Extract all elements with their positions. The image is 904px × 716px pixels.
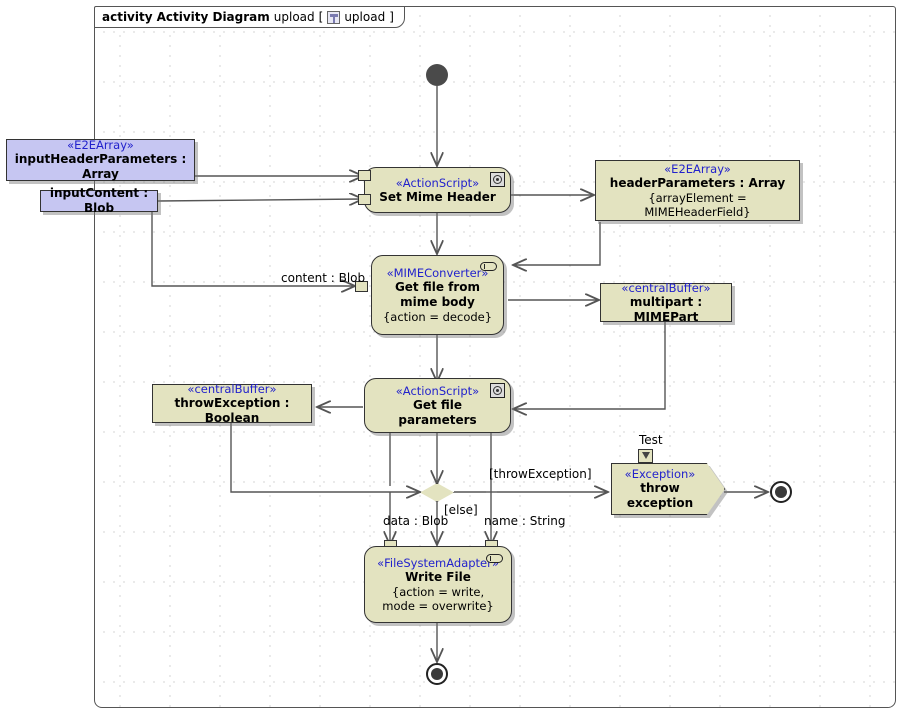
node-label: headerParameters : Array bbox=[609, 176, 786, 190]
object-node-throw-exception[interactable]: «centralBuffer» throwException : Boolean bbox=[152, 381, 312, 425]
exception-pin-label: Test bbox=[639, 433, 663, 447]
initial-node[interactable] bbox=[426, 64, 448, 86]
action-node-get-file-from-mime-body[interactable]: «MIMEConverter» Get file from mime body … bbox=[371, 255, 504, 335]
node-property-line1: {action = write, bbox=[391, 585, 485, 599]
stereotype-label: «E2EArray» bbox=[67, 138, 134, 152]
script-icon bbox=[490, 383, 505, 398]
edge-label-throw-exception: [throwException] bbox=[489, 467, 592, 481]
exception-node-throw-exception[interactable]: «Exception» throw exception bbox=[611, 463, 725, 515]
action-node-get-file-parameters[interactable]: «ActionScript» Get file parameters bbox=[364, 378, 511, 433]
stereotype-label: «FileSystemAdapter» bbox=[377, 556, 499, 570]
edge-label-content-blob: content : Blob bbox=[281, 271, 366, 285]
stereotype-label: «centralBuffer» bbox=[621, 280, 711, 295]
node-label: Write File bbox=[405, 570, 471, 584]
component-icon bbox=[486, 554, 503, 563]
frame-parameter-name: upload bbox=[344, 10, 386, 24]
object-node-input-content[interactable]: inputContent : Blob bbox=[40, 186, 158, 215]
input-pin[interactable] bbox=[358, 194, 371, 205]
stereotype-label: «MIMEConverter» bbox=[386, 266, 489, 280]
node-label-line2: mime body bbox=[400, 295, 475, 309]
action-node-set-mime-header[interactable]: «ActionScript» Set Mime Header bbox=[364, 167, 511, 213]
object-node-multipart[interactable]: «centralBuffer» multipart : MIMEPart bbox=[600, 280, 732, 324]
node-property: {arrayElement = MIMEHeaderField} bbox=[644, 191, 751, 219]
stereotype-label: «ActionScript» bbox=[395, 175, 480, 190]
edge-label-data-blob: data : Blob bbox=[383, 514, 449, 528]
node-label-line1: throw bbox=[640, 481, 680, 495]
node-label-line2: parameters bbox=[398, 412, 477, 427]
frame-diagram-type: Activity Diagram bbox=[156, 10, 270, 24]
activity-final-inner bbox=[431, 668, 443, 680]
edge-label-name-string: name : String bbox=[484, 514, 566, 528]
node-label: Set Mime Header bbox=[379, 189, 496, 204]
node-label-line2: exception bbox=[626, 496, 694, 510]
node-label-line1: Get file from bbox=[394, 280, 481, 294]
node-label-line1: Get file bbox=[412, 397, 463, 412]
diagram-frame-header: activity Activity Diagram upload [ uploa… bbox=[94, 6, 405, 28]
frame-bracket-open: [ bbox=[318, 10, 324, 24]
stereotype-label: «Exception» bbox=[624, 467, 696, 481]
node-property: {action = decode} bbox=[382, 310, 493, 324]
node-label: inputContent : Blob bbox=[49, 186, 149, 215]
object-node-input-header-parameters[interactable]: «E2EArray» inputHeaderParameters : Array bbox=[6, 138, 195, 181]
diagram-frame bbox=[94, 6, 896, 708]
decision-node[interactable] bbox=[420, 483, 454, 502]
object-node-header-parameters[interactable]: «E2EArray» headerParameters : Array {arr… bbox=[595, 160, 800, 221]
activity-parameter-icon bbox=[327, 10, 341, 24]
script-icon bbox=[490, 172, 505, 187]
frame-keyword: activity bbox=[102, 10, 153, 24]
stereotype-label: «E2EArray» bbox=[664, 162, 731, 176]
exception-test-pin[interactable] bbox=[638, 449, 653, 463]
stereotype-label: «ActionScript» bbox=[395, 383, 480, 398]
node-label: throwException : Boolean bbox=[174, 395, 290, 425]
edge-label-else: [else] bbox=[444, 503, 478, 517]
stereotype-label: «centralBuffer» bbox=[187, 381, 277, 396]
node-property-line2: mode = overwrite} bbox=[382, 599, 494, 613]
frame-bracket-close: ] bbox=[389, 10, 394, 24]
node-label: inputHeaderParameters : Array bbox=[14, 152, 187, 181]
node-label: multipart : MIMEPart bbox=[629, 294, 703, 324]
input-pin[interactable] bbox=[358, 170, 371, 181]
action-node-write-file[interactable]: «FileSystemAdapter» Write File {action =… bbox=[364, 546, 512, 623]
frame-activity-name: upload bbox=[273, 10, 315, 24]
activity-final-inner bbox=[775, 486, 787, 498]
input-pin-content[interactable] bbox=[355, 281, 368, 292]
component-icon bbox=[480, 262, 497, 271]
